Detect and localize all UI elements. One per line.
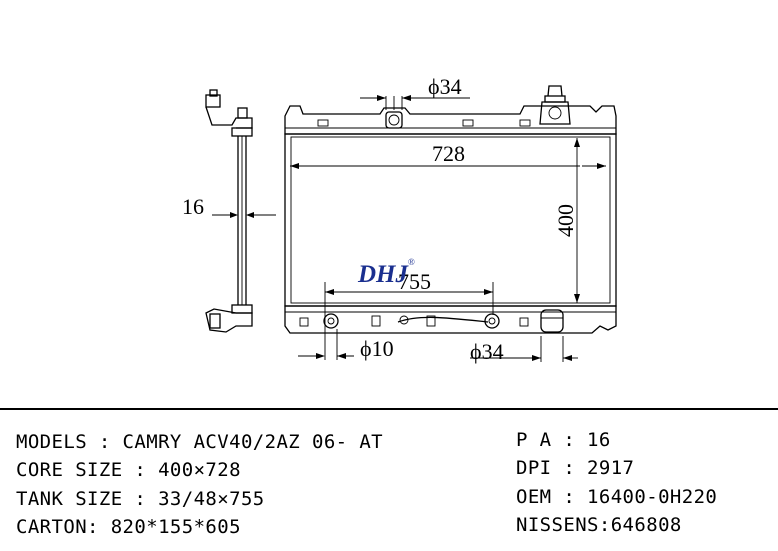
core-width-label: 728 [432,141,465,166]
registered-mark: ® [408,257,415,267]
models-spec: MODELS : CAMRY ACV40/2AZ 06- AT [16,431,384,453]
nissens-spec: NISSENS:646808 [516,514,682,536]
small-pipe-diameter-label: ϕ10 [360,336,394,361]
side-view [205,89,276,333]
pa-spec: P A : 16 [516,429,611,451]
tank-size-spec: TANK SIZE : 33/48×755 [16,488,265,510]
dpi-spec: DPI : 2917 [516,457,635,479]
carton-spec: CARTON: 820*155*605 [16,516,241,538]
dhj-logo: DHJ [357,261,410,288]
top-pipe-diameter-label: ϕ34 [428,74,462,99]
core-height-label: 400 [553,204,578,237]
front-view [284,85,617,362]
thickness-dimension-label: 16 [182,194,204,219]
tank-length-label: 755 [398,269,431,294]
section-divider [0,408,778,410]
radiator-technical-drawing: 16 [182,74,617,364]
core-size-spec: CORE SIZE : 400×728 [16,459,241,481]
bottom-pipe-diameter-label: ϕ34 [470,339,504,364]
oem-spec: OEM : 16400-0H220 [516,486,718,508]
